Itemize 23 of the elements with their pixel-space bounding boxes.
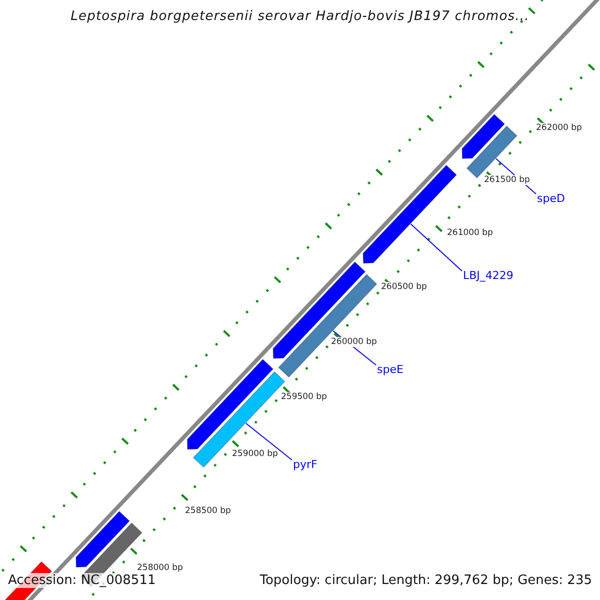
scale-label: 258500 bp xyxy=(185,506,231,516)
gene-feature xyxy=(278,274,378,378)
accession-label: Accession: NC_008511 xyxy=(8,573,156,588)
scale-label: 260000 bp xyxy=(331,337,377,347)
map-title: Leptospira borgpetersenii serovar Hardjo-bovis JB197 chromos... xyxy=(70,9,530,24)
leader-line xyxy=(245,422,292,460)
scale-label: 261000 bp xyxy=(447,228,493,238)
scale-label: 260500 bp xyxy=(381,282,427,292)
gene-label: LBJ_4229 xyxy=(463,269,514,282)
scale-label: 261500 bp xyxy=(484,175,530,185)
sequence-info: Topology: circular; Length: 299,762 bp; Genes: 235 xyxy=(260,573,592,588)
gene-label: speD xyxy=(537,192,565,205)
scale-label: 258000 bp xyxy=(137,563,183,573)
leader-line xyxy=(410,224,462,272)
scale-label: 262000 bp xyxy=(536,123,582,133)
gene-feature xyxy=(272,261,366,359)
gene-label: speE xyxy=(377,363,404,376)
scale-label: 259500 bp xyxy=(281,392,327,402)
gene-label: pyrF xyxy=(293,458,318,471)
gene-feature xyxy=(76,510,130,568)
scale-label: 259000 bp xyxy=(232,449,278,459)
gene-feature xyxy=(186,358,274,450)
gene-feature xyxy=(462,114,506,159)
